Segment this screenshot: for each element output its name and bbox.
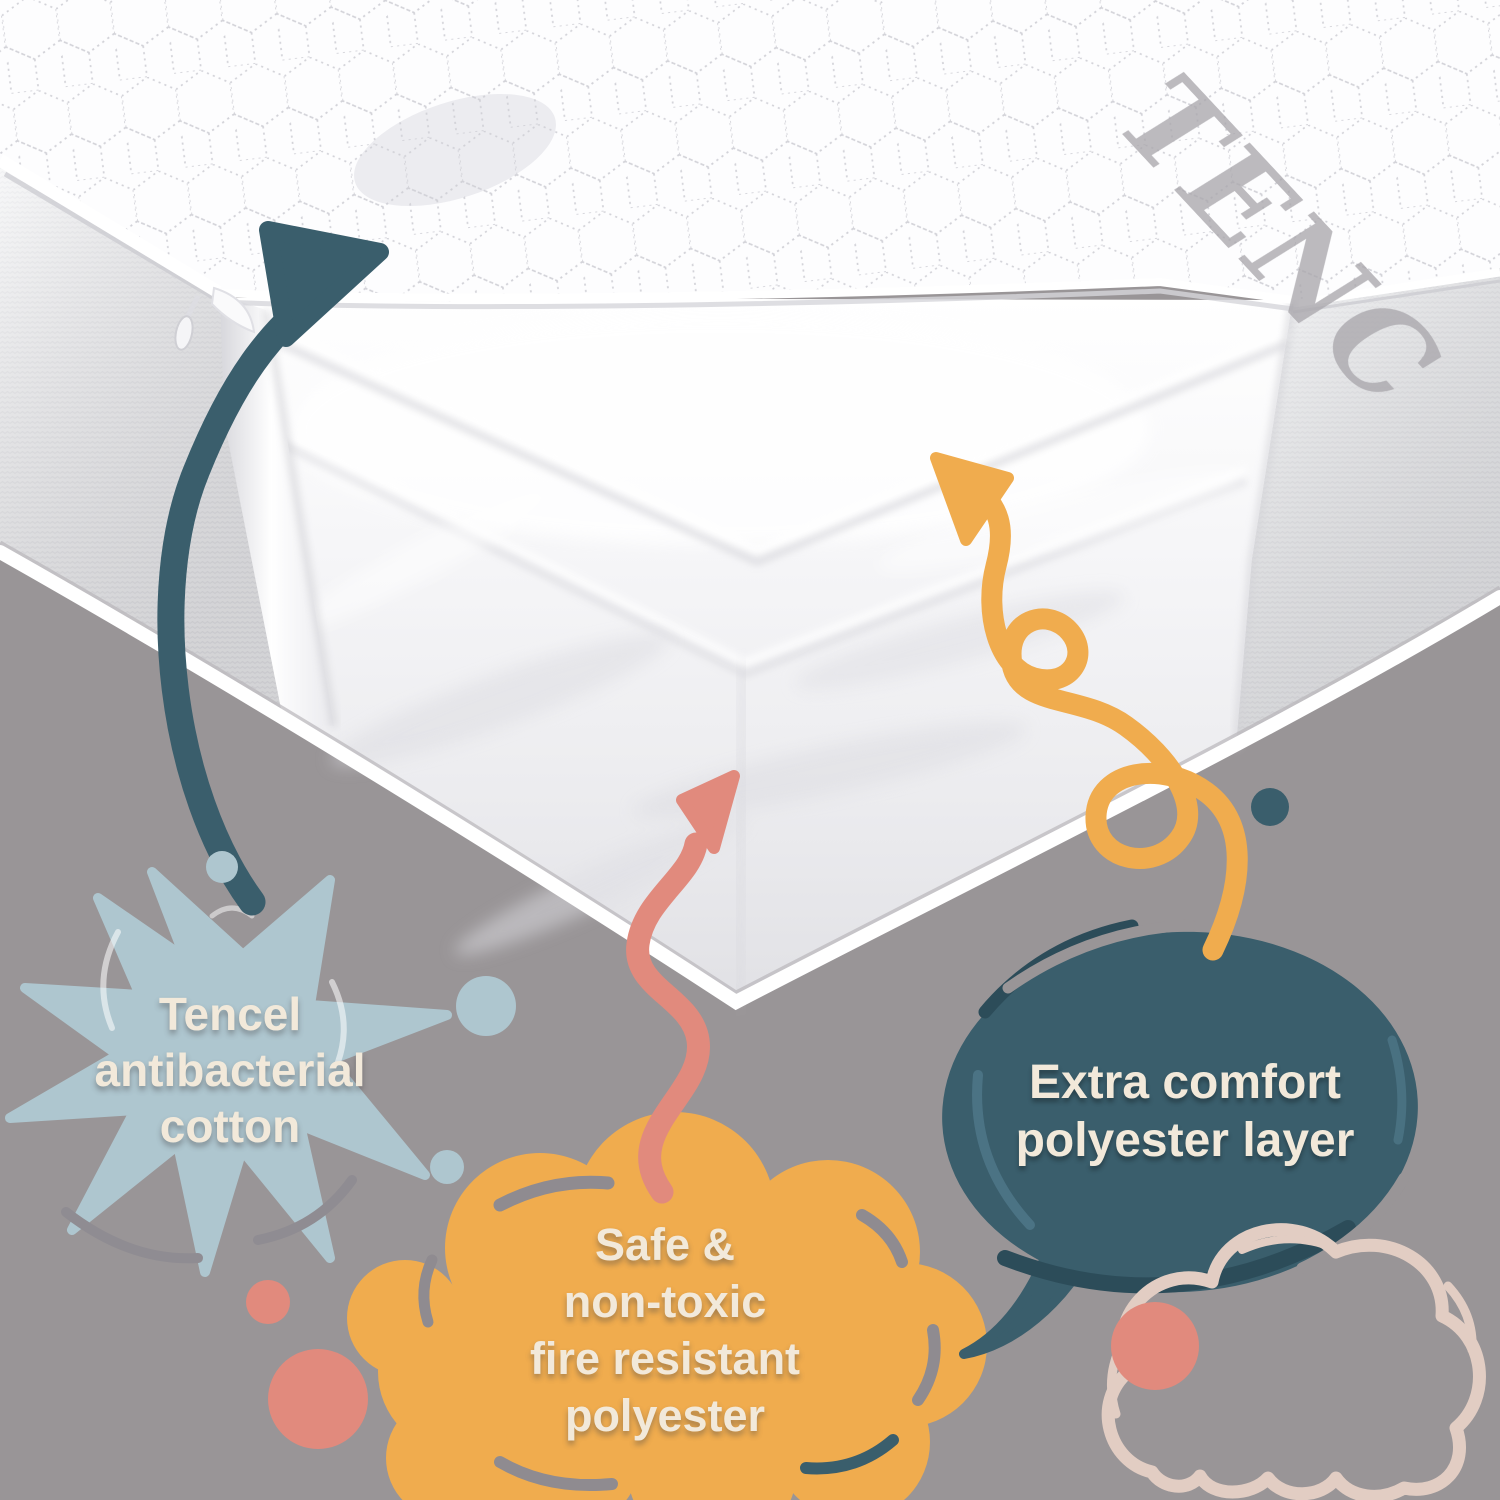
cover-zipper-flap [220, 295, 337, 727]
label-tencel-antibacterial-cotton: Tencel antibacterial cotton [40, 986, 420, 1154]
yellow-loop-arrow-icon [930, 452, 1248, 961]
mattress-bottom-piping [0, 540, 1500, 1011]
label-line: non-toxic [563, 1276, 767, 1327]
teal-dots [1251, 788, 1289, 826]
callout-splat-tencel [5, 867, 452, 1277]
teal-curved-arrow-icon [157, 221, 389, 916]
zipper-pull [174, 294, 201, 351]
label-line: fire resistant [529, 1333, 801, 1384]
mattress-photo [0, 0, 1500, 1011]
pink-dots [246, 1280, 1199, 1449]
label-safe-non-toxic-polyester: Safe & non-toxic fire resistant polyeste… [440, 1216, 890, 1444]
splat-accent-strokes [61, 905, 357, 1264]
cloud-accent-strokes [418, 1175, 941, 1492]
mattress-quilted-cover [0, 0, 1500, 334]
mattress-foam-core [230, 298, 1297, 1002]
blue-dots [206, 851, 516, 1184]
label-line: cotton [159, 1100, 301, 1152]
label-line: polyester layer [1015, 1114, 1355, 1167]
callout-cloud-fire-safe [347, 1112, 987, 1500]
label-line: polyester [564, 1390, 766, 1441]
label-line: antibacterial [94, 1044, 366, 1096]
label-line: Tencel [158, 988, 302, 1040]
label-line: Safe & [594, 1219, 736, 1270]
label-extra-comfort-polyester: Extra comfort polyester layer [940, 1054, 1430, 1170]
label-line: Extra comfort [1028, 1056, 1342, 1109]
pink-wavy-arrow-icon [626, 770, 740, 1204]
